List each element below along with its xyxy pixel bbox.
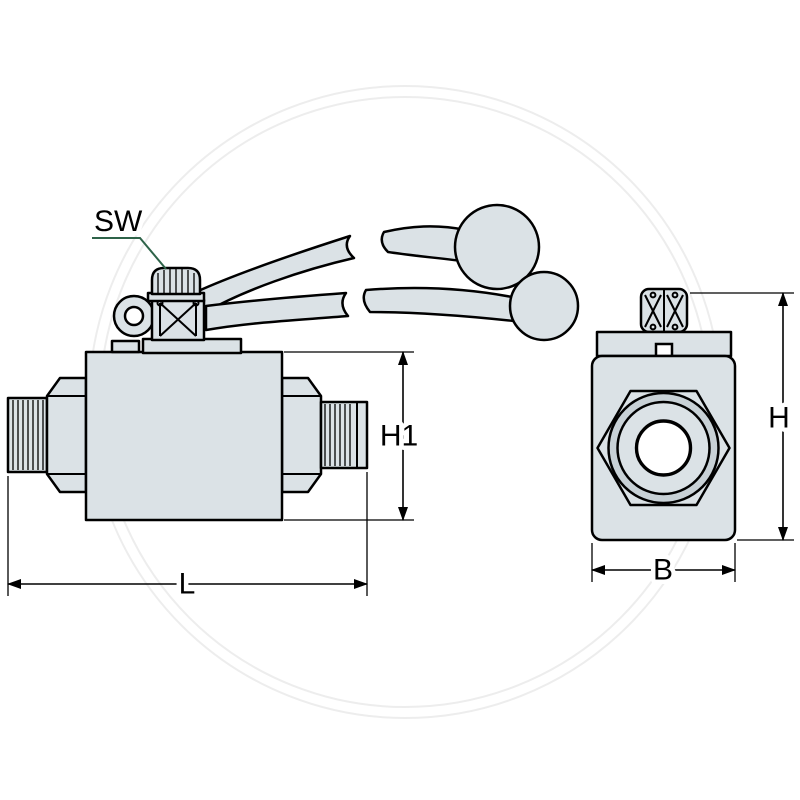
dim-h: H	[690, 292, 794, 541]
handle-arm-lower	[204, 286, 516, 332]
front-view	[590, 287, 737, 542]
stem	[150, 298, 206, 342]
label-l: L	[179, 568, 196, 601]
mounting-plate	[110, 337, 243, 355]
label-b: B	[653, 554, 673, 587]
dimensions: H1 L H B	[7, 201, 794, 605]
sw-leader-line	[92, 237, 167, 270]
valve-body	[84, 350, 284, 522]
label-sw: SW	[94, 205, 143, 238]
label-h1: H1	[380, 420, 418, 453]
right-port-thread	[319, 400, 369, 470]
left-port-hex	[45, 376, 88, 494]
dim-b: B	[591, 543, 736, 591]
handle-ball-small	[508, 270, 580, 342]
sw-nut	[146, 266, 206, 303]
dim-h1: H1	[284, 351, 423, 521]
label-h: H	[768, 402, 790, 435]
side-view	[6, 203, 580, 522]
left-port-thread	[6, 396, 49, 474]
dim-sw: SW	[90, 201, 167, 270]
handle-ball-large	[453, 203, 541, 291]
thread-hatch-left	[12, 400, 44, 470]
sw-nut-knurling	[157, 269, 195, 293]
front-mounting-plate	[595, 330, 733, 358]
right-port-hex	[280, 376, 323, 494]
thread-hatch-right	[324, 402, 358, 468]
front-stem	[639, 287, 689, 334]
handle-arm-upper	[194, 225, 472, 314]
front-port-bore	[634, 419, 693, 477]
